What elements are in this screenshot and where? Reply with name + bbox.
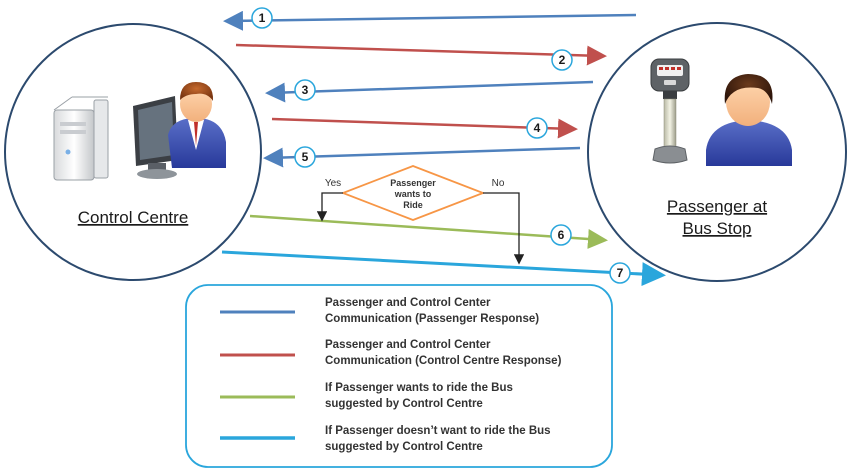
- step-number: 7: [617, 266, 624, 280]
- yes-label: Yes: [325, 178, 341, 189]
- legend-item-wants-ride: If Passenger wants to ride the Bus sugge…: [220, 382, 513, 410]
- control-centre-label: Control Centre: [78, 208, 189, 227]
- yes-branch-connector: [316, 192, 343, 222]
- step-badge-2: 2: [551, 49, 573, 71]
- decision-text-line2: wants to: [394, 189, 432, 199]
- legend-text-line1: Passenger and Control Center: [325, 339, 491, 351]
- legend-text-line2: Communication (Control Centre Response): [325, 355, 562, 367]
- passenger-label-line1: Passenger at: [667, 197, 767, 216]
- step-number: 5: [302, 150, 309, 164]
- no-label: No: [492, 178, 505, 189]
- step-number: 6: [558, 228, 565, 242]
- legend-item-control-centre-response: Passenger and Control Center Communicati…: [220, 339, 562, 367]
- control-centre-node: Control Centre: [4, 23, 262, 281]
- no-branch-connector: [483, 192, 525, 265]
- operator-person-icon: [168, 82, 226, 168]
- arrow-step-4: [271, 117, 578, 139]
- legend: Passenger and Control Center Communicati…: [185, 284, 613, 468]
- step-number: 3: [302, 83, 309, 97]
- arrow-step-6: [249, 214, 608, 249]
- passenger-node: Passenger at Bus Stop: [587, 22, 847, 282]
- step-badge-6: 6: [550, 224, 572, 246]
- monitor-icon: [133, 96, 178, 179]
- step-badge-1: 1: [251, 7, 273, 29]
- arrow-step-3: [265, 80, 594, 103]
- legend-text-line1: Passenger and Control Center: [325, 297, 491, 309]
- decision-text-line1: Passenger: [390, 178, 436, 188]
- step-badge-4: 4: [526, 117, 548, 139]
- arrow-step-2: [235, 43, 607, 66]
- legend-text-line2: suggested by Control Centre: [325, 441, 483, 453]
- legend-text-line1: If Passenger doesn’t want to ride the Bu…: [325, 425, 551, 437]
- step-badge-3: 3: [294, 79, 316, 101]
- arrow-step-5: [263, 146, 581, 168]
- arrow-step-1: [223, 10, 637, 31]
- passenger-label-line2: Bus Stop: [683, 219, 752, 238]
- legend-text-line1: If Passenger wants to ride the Bus: [325, 382, 513, 394]
- arrow-step-7: [221, 250, 666, 287]
- bus-stop-terminal-icon: [650, 58, 690, 164]
- step-number: 2: [559, 53, 566, 67]
- passenger-person-icon: [706, 74, 792, 166]
- decision-node: Passenger wants to Ride: [340, 165, 486, 221]
- server-icon: [53, 96, 109, 181]
- legend-text-line2: Communication (Passenger Response): [325, 313, 539, 325]
- legend-text-line2: suggested by Control Centre: [325, 398, 483, 410]
- step-number: 4: [534, 121, 541, 135]
- step-number: 1: [259, 11, 266, 25]
- legend-item-passenger-response: Passenger and Control Center Communicati…: [220, 297, 539, 325]
- decision-text-line3: Ride: [403, 200, 423, 210]
- legend-item-declines-ride: If Passenger doesn’t want to ride the Bu…: [220, 425, 551, 453]
- step-badge-5: 5: [294, 146, 316, 168]
- step-badge-7: 7: [609, 262, 631, 284]
